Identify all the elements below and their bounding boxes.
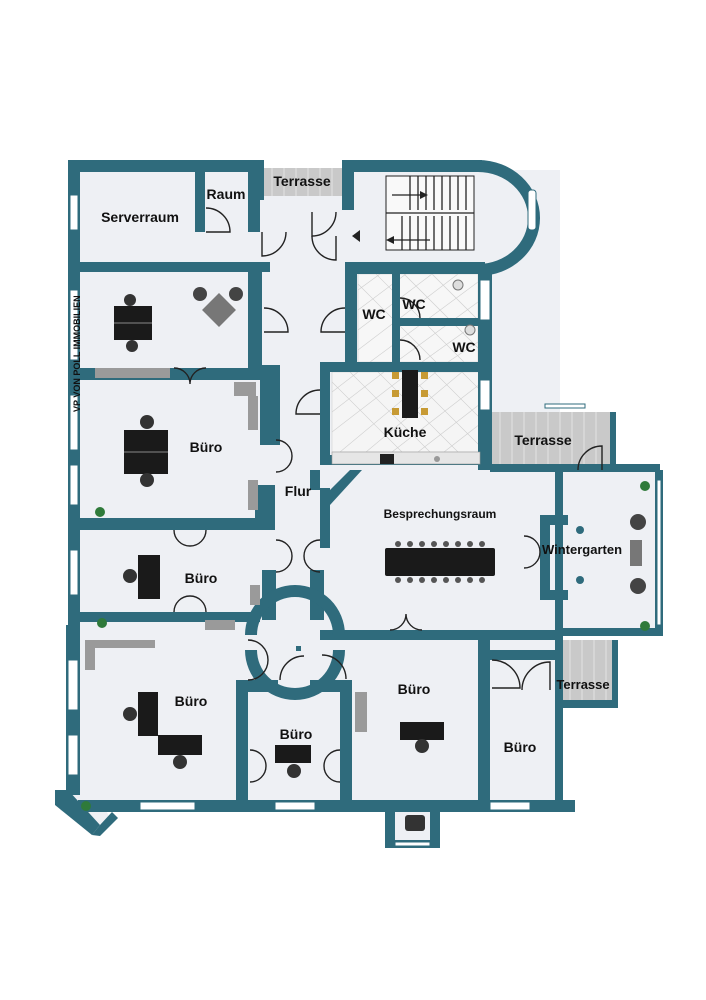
label-buero-2: Büro (185, 570, 218, 586)
plant (95, 507, 105, 517)
label-buero-5: Büro (398, 681, 431, 697)
shelf (85, 640, 95, 670)
conference-table (385, 548, 495, 576)
terrasse-bottom-deck (560, 640, 618, 706)
furniture (81, 279, 650, 831)
label-buero-6: Büro (504, 739, 537, 755)
label-wc-2: WC (402, 296, 425, 312)
terrasse-right-deck (490, 412, 612, 470)
shelf (205, 620, 235, 630)
label-besprechungsraum: Besprechungsraum (384, 507, 497, 521)
shelf (85, 640, 155, 648)
terraces (262, 168, 618, 706)
shelf (95, 368, 170, 378)
label-buero-4: Büro (280, 726, 313, 742)
label-wintergarten: Wintergarten (542, 542, 622, 557)
office-chair (124, 294, 136, 306)
dining-table (402, 370, 418, 418)
desk (400, 722, 444, 740)
von-poll-logo: VP VON POLL IMMOBILIEN (72, 295, 82, 412)
shelf (248, 480, 258, 510)
desk (138, 692, 158, 736)
plant (640, 621, 650, 631)
label-terrasse-bottom: Terrasse (556, 677, 609, 692)
label-serverraum: Serverraum (101, 209, 179, 225)
stove (380, 454, 394, 464)
desk (158, 735, 202, 755)
label-buero-3: Büro (175, 693, 208, 709)
room-labels: Serverraum Raum Terrasse WC WC WC Küche … (101, 173, 622, 755)
label-wc-3: WC (452, 339, 475, 355)
windows (67, 189, 662, 847)
shelf (250, 585, 260, 605)
shelf (248, 396, 258, 430)
label-buero-1: Büro (190, 439, 223, 455)
doors (173, 207, 603, 783)
shelf (355, 692, 367, 732)
logo-text: VP VON POLL IMMOBILIEN (72, 295, 82, 412)
desk (138, 555, 160, 599)
shelf (234, 382, 256, 396)
terrasse-top-deck (262, 168, 344, 196)
plant (97, 618, 107, 628)
desk (275, 745, 311, 763)
label-flur: Flur (285, 483, 312, 499)
kitchen-counter (331, 451, 481, 465)
plant (640, 481, 650, 491)
plant (81, 801, 91, 811)
label-terrasse-top: Terrasse (273, 173, 331, 189)
staircase (352, 175, 475, 251)
label-wc-1: WC (362, 306, 385, 322)
label-terrasse-right: Terrasse (514, 432, 572, 448)
label-kueche: Küche (384, 424, 427, 440)
label-raum: Raum (207, 186, 246, 202)
